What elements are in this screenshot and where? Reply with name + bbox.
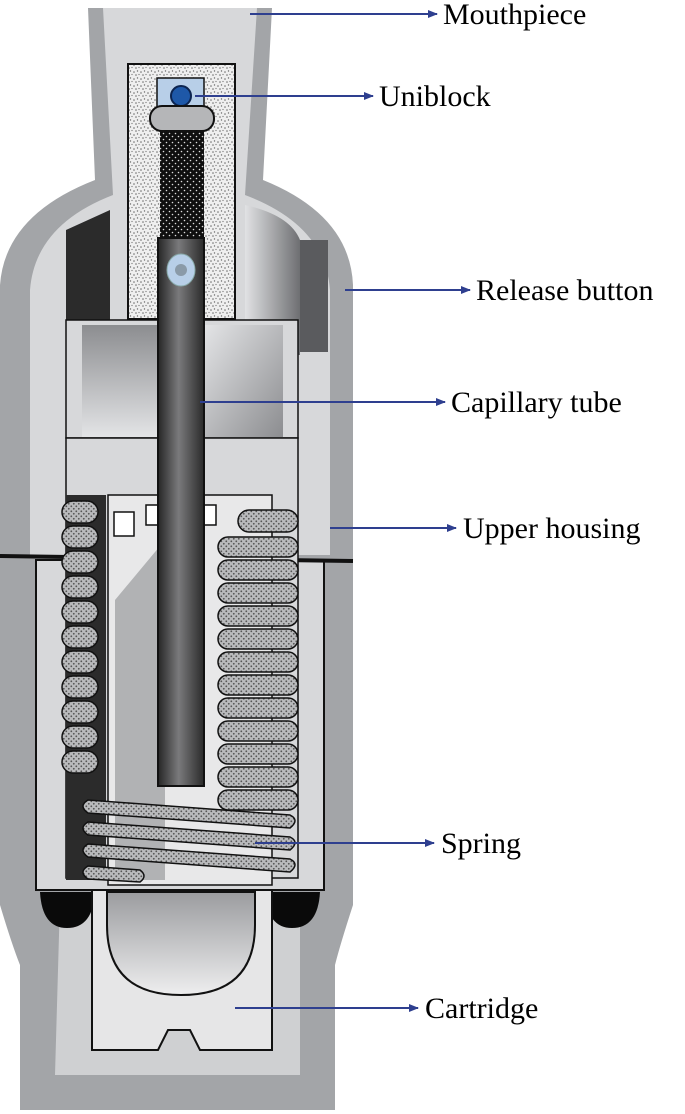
- capillary-tube: [157, 237, 205, 787]
- label-capillary-tube: Capillary tube: [451, 386, 622, 419]
- uniblock-ball: [170, 85, 192, 107]
- leader-lines: [195, 10, 471, 1012]
- label-mouthpiece: Mouthpiece: [443, 0, 586, 31]
- label-release-button: Release button: [476, 274, 653, 307]
- right-latch: [245, 205, 300, 355]
- sleeve-square: [113, 511, 135, 537]
- sleeve-shade: [115, 540, 165, 880]
- left-latch: [66, 210, 110, 320]
- label-spring: Spring: [441, 827, 521, 860]
- right-spring-coils: [217, 509, 299, 811]
- left-spring-coils: [61, 500, 99, 774]
- left-seal: [40, 892, 95, 928]
- uniblock-seal: [149, 105, 215, 132]
- cartridge-cup: [106, 891, 256, 997]
- label-cartridge: Cartridge: [425, 992, 538, 1025]
- release-button-part: [300, 240, 328, 352]
- upper-block-left: [82, 325, 159, 437]
- label-uniblock: Uniblock: [379, 80, 491, 113]
- label-upper-housing: Upper housing: [463, 512, 640, 545]
- bottom-spring-coils: [82, 799, 296, 883]
- right-seal: [265, 892, 320, 928]
- upper-block-right: [205, 325, 283, 437]
